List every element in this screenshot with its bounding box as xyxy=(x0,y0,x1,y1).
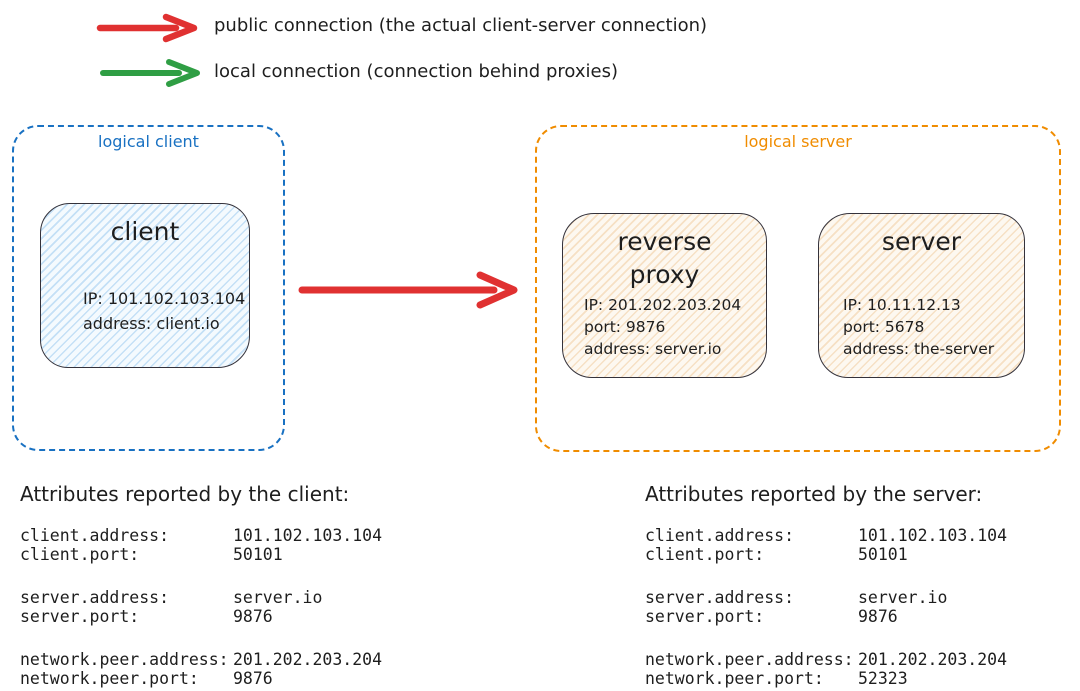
attr-value: 9876 xyxy=(233,607,273,626)
attr-value: server.io xyxy=(858,588,948,607)
attr-key: network.peer.address: xyxy=(20,650,229,669)
reverse-proxy-detail-line: address: server.io xyxy=(584,340,722,358)
attr-row: network.peer.address:201.202.203.204 xyxy=(645,650,1007,669)
client-attributes-heading: Attributes reported by the client: xyxy=(20,482,350,506)
server-attributes-section: Attributes reported by the server: clien… xyxy=(645,481,1007,691)
attr-row: network.peer.port: 52323 xyxy=(645,669,1007,688)
server-node-detail-line: IP: 10.11.12.13 xyxy=(843,296,961,314)
attr-value: 50101 xyxy=(233,545,283,564)
attr-key: server.address: xyxy=(20,588,170,607)
logical-client-box: logical client xyxy=(12,125,285,451)
attr-key: server.port: xyxy=(20,607,140,626)
logical-client-label: logical client xyxy=(98,132,199,151)
reverse-proxy-node-details: IP: 201.202.203.204 port: 9876 address: … xyxy=(584,294,741,360)
server-node-detail-line: port: 5678 xyxy=(843,318,925,336)
attr-group-client-endpoint: client.address: 101.102.103.104 client.po… xyxy=(645,526,1007,564)
attr-value: server.io xyxy=(233,588,323,607)
attr-group-server-endpoint: server.address: server.io server.port: 987… xyxy=(645,588,1007,626)
attr-row: network.peer.address:201.202.203.204 xyxy=(20,650,382,669)
local-connection-arrow-icon xyxy=(100,59,200,87)
public-connection-arrow xyxy=(298,271,518,309)
attr-row: client.address: 101.102.103.104 xyxy=(20,526,382,545)
attr-key: client.address: xyxy=(645,526,795,545)
attr-key: network.peer.address: xyxy=(645,650,854,669)
reverse-proxy-node-title: reverse proxy xyxy=(563,225,766,291)
public-connection-arrow-icon xyxy=(96,13,198,43)
attr-value: 101.102.103.104 xyxy=(233,526,383,545)
logical-server-box: logical server xyxy=(535,125,1061,452)
attr-value: 9876 xyxy=(858,607,898,626)
reverse-proxy-detail-line: IP: 201.202.203.204 xyxy=(584,296,742,314)
client-attributes-section: Attributes reported by the client: clien… xyxy=(20,481,382,691)
attr-value: 50101 xyxy=(858,545,908,564)
attr-key: server.address: xyxy=(645,588,795,607)
attr-key: client.port: xyxy=(20,545,140,564)
attr-row: server.address: server.io xyxy=(20,588,382,607)
client-node-details: IP: 101.102.103.104 address: client.io xyxy=(83,286,245,336)
attr-row: server.port: 9876 xyxy=(645,607,1007,626)
client-node-title: client xyxy=(110,217,180,246)
server-node-detail-line: address: the-server xyxy=(843,340,995,358)
attr-key: client.port: xyxy=(645,545,765,564)
attr-group-network-peer: network.peer.address:201.202.203.204 net… xyxy=(20,650,382,688)
reverse-proxy-title-line: proxy xyxy=(629,260,700,289)
attr-value: 52323 xyxy=(858,669,908,688)
client-node: client IP: 101.102.103.104 address: clie… xyxy=(40,203,250,368)
reverse-proxy-node: reverse proxy IP: 201.202.203.204 port: … xyxy=(562,213,767,378)
legend-label-public: public connection (the actual client-ser… xyxy=(214,15,708,36)
client-node-detail-line: IP: 101.102.103.104 xyxy=(83,289,246,308)
attr-group-client-endpoint: client.address: 101.102.103.104 client.po… xyxy=(20,526,382,564)
attr-group-network-peer: network.peer.address:201.202.203.204 net… xyxy=(645,650,1007,688)
attr-key: server.port: xyxy=(645,607,765,626)
server-node-details: IP: 10.11.12.13 port: 5678 address: the-… xyxy=(843,294,994,360)
reverse-proxy-detail-line: port: 9876 xyxy=(584,318,666,336)
attr-row: network.peer.port: 9876 xyxy=(20,669,382,688)
attr-key: network.peer.port: xyxy=(20,669,199,688)
attr-value: 201.202.203.204 xyxy=(858,650,1008,669)
server-node: server IP: 10.11.12.13 port: 5678 addres… xyxy=(818,213,1025,378)
server-attributes-heading: Attributes reported by the server: xyxy=(645,482,983,506)
server-node-title: server xyxy=(881,227,962,256)
client-node-detail-line: address: client.io xyxy=(83,314,220,333)
attr-row: client.port: 50101 xyxy=(645,545,1007,564)
attr-row: server.address: server.io xyxy=(645,588,1007,607)
reverse-proxy-title-line: reverse xyxy=(617,227,712,256)
attr-key: client.address: xyxy=(20,526,170,545)
attr-value: 9876 xyxy=(233,669,273,688)
attr-value: 201.202.203.204 xyxy=(233,650,383,669)
legend-label-local: local connection (connection behind prox… xyxy=(214,61,618,82)
attr-row: server.port: 9876 xyxy=(20,607,382,626)
attr-row: client.address: 101.102.103.104 xyxy=(645,526,1007,545)
logical-server-label: logical server xyxy=(744,132,852,151)
attr-value: 101.102.103.104 xyxy=(858,526,1008,545)
attr-key: network.peer.port: xyxy=(645,669,824,688)
attr-group-server-endpoint: server.address: server.io server.port: 987… xyxy=(20,588,382,626)
attr-row: client.port: 50101 xyxy=(20,545,382,564)
